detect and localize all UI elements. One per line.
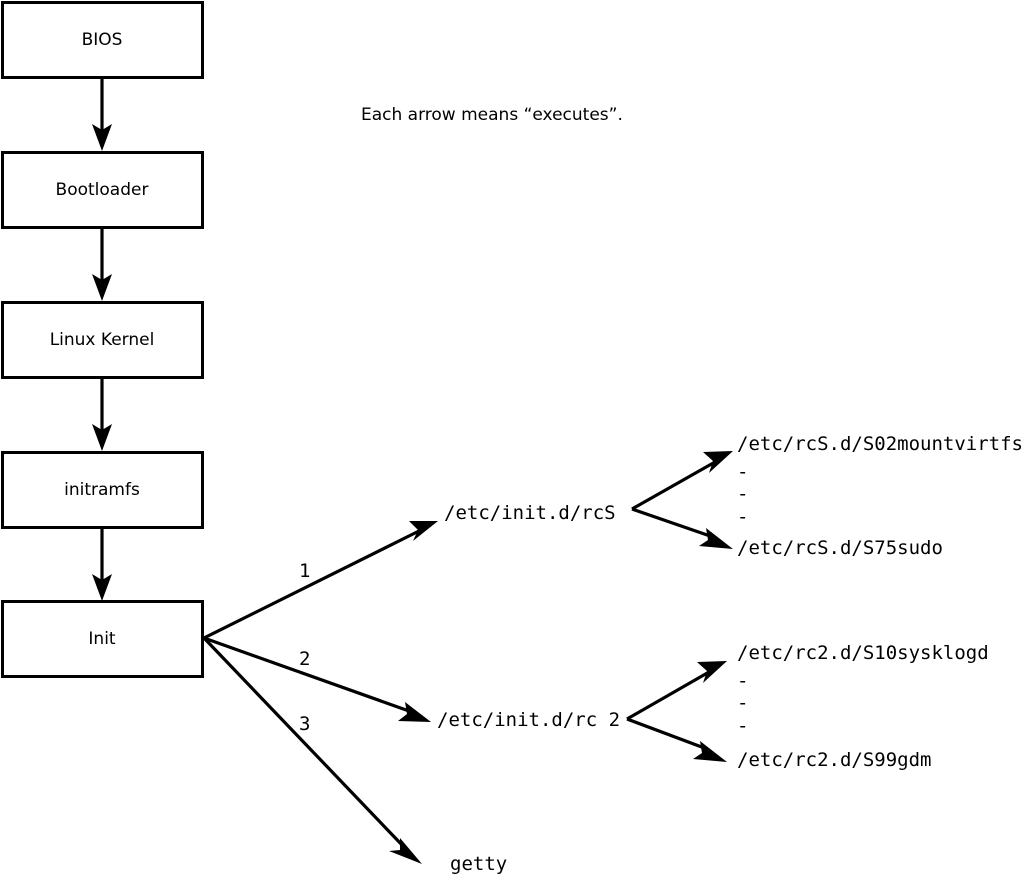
- arrow-head-icon: [693, 741, 727, 762]
- arrow-initramfs-to-init: [92, 528, 112, 601]
- node-linux-kernel-rect[interactable]: [1, 301, 204, 379]
- branch-number-1: 1: [299, 560, 310, 582]
- node-initramfs-rect[interactable]: [1, 451, 204, 529]
- arrow-init-branch-1: [203, 521, 438, 640]
- label-etc-init-d-rcs: /etc/init.d/rcS: [444, 502, 616, 524]
- node-bios-label: BIOS: [82, 30, 123, 50]
- arrow-head-icon: [697, 661, 727, 683]
- arrow-rc2-to-last-script: [626, 717, 727, 762]
- arrow-init-branch-3: [202, 636, 422, 864]
- node-init[interactable]: Init: [1, 600, 204, 678]
- arrow-init-branch-2: [203, 636, 431, 722]
- arrow-head-icon: [92, 124, 112, 151]
- arrow-head-icon: [703, 451, 733, 473]
- label-rcs-first-script: /etc/rcS.d/S02mountvirtfs: [737, 433, 1023, 455]
- node-init-label: Init: [88, 629, 116, 649]
- label-rc2-first-script: /etc/rc2.d/S10sysklogd: [737, 642, 989, 664]
- legend-note: Each arrow means “executes”.: [361, 105, 623, 125]
- node-linux-kernel-label: Linux Kernel: [50, 330, 155, 350]
- node-bootloader-rect[interactable]: [1, 151, 204, 229]
- node-linux-kernel[interactable]: Linux Kernel: [1, 301, 204, 379]
- arrow-bootloader-to-kernel: [92, 228, 112, 301]
- node-initramfs-label: initramfs: [64, 480, 140, 500]
- node-bios[interactable]: BIOS: [1, 1, 204, 79]
- node-bios-rect[interactable]: [1, 1, 204, 79]
- arrow-head-icon: [389, 838, 422, 864]
- rcs-ellipsis-dash-1: -: [737, 461, 748, 483]
- rc2-ellipsis-dash-1: -: [737, 670, 748, 692]
- node-bootloader-label: Bootloader: [56, 180, 149, 200]
- arrow-kernel-to-initramfs: [92, 378, 112, 451]
- arrow-head-icon: [398, 702, 431, 722]
- arrow-bios-to-bootloader: [92, 78, 112, 151]
- arrow-rcs-to-first-script: [631, 451, 733, 511]
- branch-number-3: 3: [299, 713, 310, 735]
- arrow-head-icon: [699, 528, 733, 549]
- arrow-head-icon: [92, 424, 112, 451]
- rcs-ellipsis-dash-2: -: [737, 483, 748, 505]
- label-getty: getty: [450, 853, 507, 875]
- arrow-head-icon: [92, 574, 112, 601]
- node-init-rect[interactable]: [1, 600, 204, 678]
- node-bootloader[interactable]: Bootloader: [1, 151, 204, 229]
- arrow-head-icon: [409, 521, 438, 541]
- label-etc-init-d-rc-2: /etc/init.d/rc 2: [437, 709, 620, 731]
- label-rcs-last-script: /etc/rcS.d/S75sudo: [737, 537, 943, 559]
- branch-number-2: 2: [299, 648, 310, 670]
- arrow-head-icon: [92, 274, 112, 301]
- arrow-rcs-to-last-script: [631, 507, 733, 549]
- rc2-ellipsis-dash-3: -: [737, 715, 748, 737]
- arrow-rc2-to-first-script: [626, 661, 727, 721]
- rc2-ellipsis-dash-2: -: [737, 692, 748, 714]
- rcs-ellipsis-dash-3: -: [737, 506, 748, 528]
- node-initramfs[interactable]: initramfs: [1, 451, 204, 529]
- label-rc2-last-script: /etc/rc2.d/S99gdm: [737, 749, 931, 771]
